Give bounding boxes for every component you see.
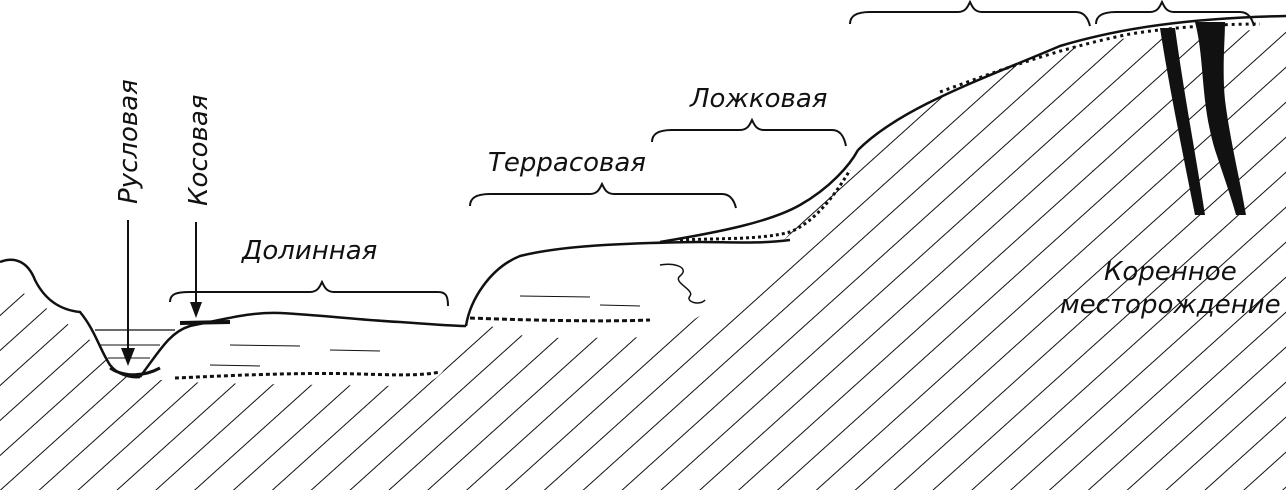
channel-arrow-head [121,348,135,366]
ore-vein-2 [1195,22,1246,215]
channel-placer-deposit [109,366,161,377]
hollow-placer-label: Ложковая [690,84,828,114]
terrace-surface [464,238,791,327]
terrace-placer-label: Террасовая [488,148,646,178]
channel-placer-label: Русловая [114,79,144,204]
slope-bracket [849,0,1091,27]
hollow-placer-deposit [679,169,852,242]
terrace-bracket [469,181,737,209]
alluvium-strokes [209,344,381,367]
eluvial-bracket [1095,0,1255,27]
valley-placer-deposit [174,370,441,380]
hollow-bracket [651,117,847,147]
terrace-strokes [519,295,641,307]
floodplain-surface [138,311,467,378]
valley-bracket [169,279,449,307]
hollow-surface [659,149,860,244]
spit-placer-deposit [179,320,231,325]
slope-placer-deposit [939,22,1261,94]
spit-placer-label: Косовая [184,94,214,206]
primary-deposit-label: Коренное месторождение [1060,256,1281,321]
ore-vein-1 [1160,28,1205,215]
spit-arrow-head [190,302,202,318]
primary-deposit-line2: месторождение [1060,289,1281,320]
primary-deposit-line1: Коренное [1103,257,1237,287]
slope-surface [857,14,1286,151]
valley-placer-label: Долинная [242,236,378,266]
terrace-placer-deposit [469,316,651,323]
terrace-contact-line [659,263,706,304]
